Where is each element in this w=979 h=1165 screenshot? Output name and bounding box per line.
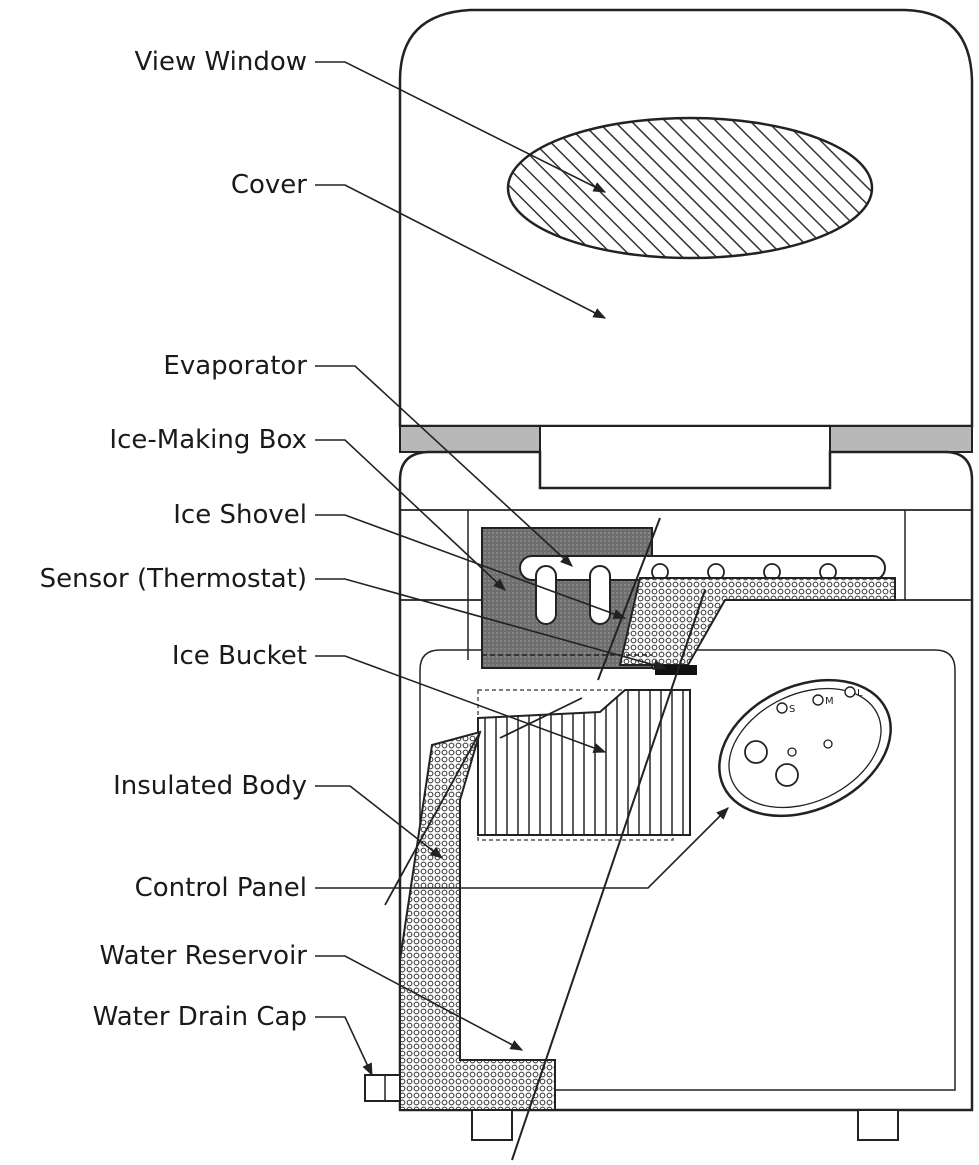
label-view-window: View Window — [135, 47, 307, 77]
size-l-label: L — [857, 688, 863, 699]
label-insulated-body: Insulated Body — [113, 771, 307, 801]
label-water-drain-cap: Water Drain Cap — [93, 1002, 307, 1032]
label-ice-bucket: Ice Bucket — [172, 641, 307, 671]
label-sensor: Sensor (Thermostat) — [40, 564, 307, 594]
label-ice-shovel: Ice Shovel — [173, 500, 307, 530]
water-drain-cap — [365, 1075, 400, 1101]
label-cover: Cover — [231, 170, 307, 200]
label-ice-making-box: Ice-Making Box — [109, 425, 307, 455]
size-m-label: M — [825, 696, 834, 707]
label-control-panel: Control Panel — [135, 873, 307, 903]
size-s-label: S — [789, 704, 795, 715]
view-window — [508, 118, 872, 258]
label-evaporator: Evaporator — [163, 351, 307, 381]
label-water-reservoir: Water Reservoir — [100, 941, 307, 971]
